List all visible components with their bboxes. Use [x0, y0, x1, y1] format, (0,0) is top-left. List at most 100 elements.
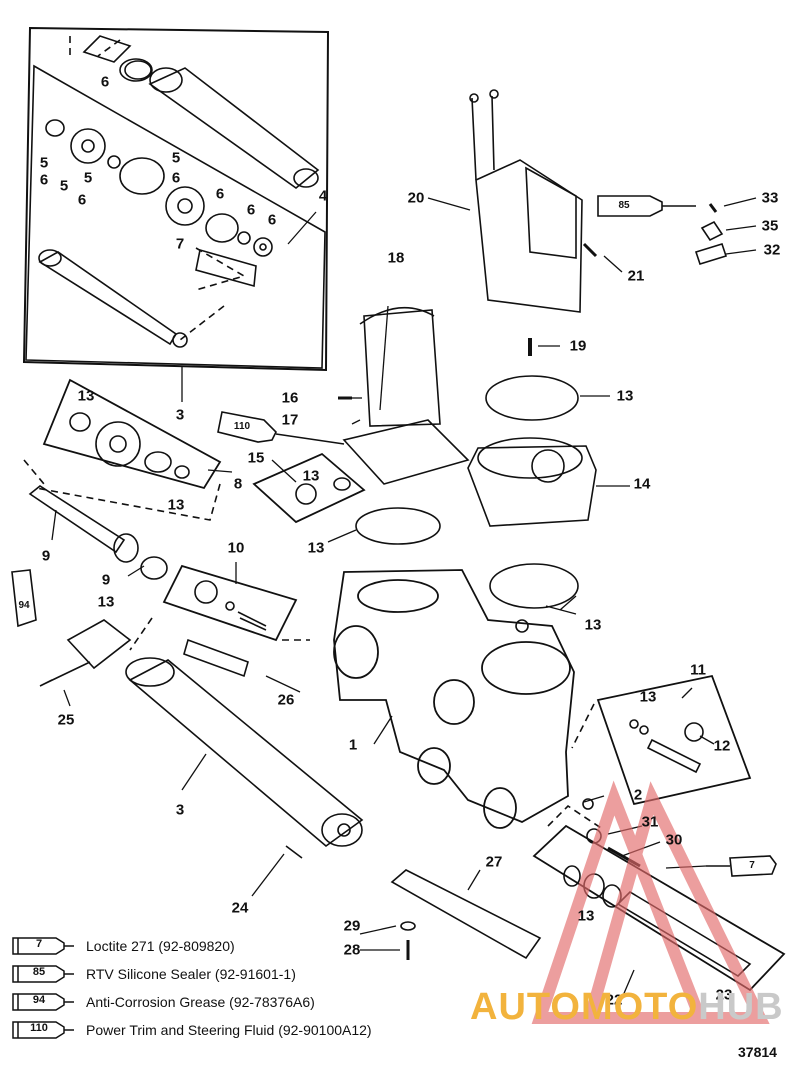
watermark-logo	[531, 780, 770, 1024]
part-26-pin	[183, 638, 249, 678]
callout-9-a: 9	[41, 547, 51, 565]
reference-box-11	[596, 674, 752, 806]
part-25-bolt	[39, 661, 91, 687]
callout-13-e: 13	[302, 467, 320, 485]
legend-row-85: 85 RTV Silicone Sealer (92-91601-1)	[10, 962, 430, 990]
callout-8: 8	[233, 475, 243, 493]
legend-text: Power Trim and Steering Fluid (92-90100A…	[86, 1022, 372, 1038]
reference-box-3	[22, 26, 330, 372]
callout-13-b: 13	[167, 496, 185, 514]
callout-4: 4	[318, 187, 328, 205]
reservoir-part	[342, 306, 470, 485]
pump-housing-part	[467, 437, 597, 527]
sealant-legend: 7 Loctite 271 (92-809820) 85 RTV Silicon…	[10, 934, 430, 1046]
callout-1: 1	[348, 736, 358, 754]
callout-6-d: 6	[171, 169, 181, 187]
callout-13-a: 13	[77, 387, 95, 405]
trim-cylinder-part	[66, 619, 364, 848]
callout-13-c: 13	[97, 593, 115, 611]
legend-code: 94	[32, 994, 46, 1006]
part-35-nut	[700, 220, 724, 242]
piston-rod-part	[38, 249, 188, 348]
legend-code: 110	[30, 1022, 48, 1034]
watermark-text: AUTOMOTOHUB	[470, 986, 784, 1029]
part-10-components	[194, 580, 267, 631]
callout-3-box: 3	[175, 406, 185, 424]
callout-5-a: 5	[39, 154, 49, 172]
callout-21: 21	[627, 267, 645, 285]
tube-85-icon	[597, 195, 696, 217]
callout-35: 35	[761, 217, 779, 235]
part-27-plate	[390, 869, 542, 960]
o-ring-13-lower	[489, 563, 579, 609]
callout-26: 26	[277, 691, 295, 709]
tube-85-label: 85	[618, 200, 630, 211]
cylinder-shell-part	[82, 35, 320, 190]
callout-13-d: 13	[307, 539, 325, 557]
callout-6-c: 6	[77, 191, 87, 209]
part-7-inset	[195, 248, 257, 288]
callout-31: 31	[641, 813, 659, 831]
callout-3-cylinder: 3	[175, 801, 185, 819]
callout-13-g: 13	[584, 616, 602, 634]
callout-13-i: 13	[577, 907, 595, 925]
pump-motor-part	[469, 89, 583, 313]
o-ring-13-mid	[355, 507, 441, 545]
callout-27: 27	[485, 853, 503, 871]
callout-13-h: 13	[639, 688, 657, 706]
inner-detail-box-4	[25, 64, 326, 369]
tube-110-icon	[217, 411, 345, 445]
part-11-components	[629, 719, 704, 774]
callout-12: 12	[713, 737, 731, 755]
callout-17: 17	[281, 411, 299, 429]
callout-18: 18	[387, 249, 405, 267]
callout-28: 28	[343, 941, 361, 959]
callout-29: 29	[343, 917, 361, 935]
legend-text: RTV Silicone Sealer (92-91601-1)	[86, 966, 296, 982]
legend-tube-icon	[12, 993, 74, 1011]
callout-16: 16	[281, 389, 299, 407]
callout-20: 20	[407, 189, 425, 207]
reference-box-10	[162, 564, 298, 642]
part-2-plug	[582, 798, 594, 810]
leader-lines	[51, 197, 757, 999]
callout-23: 23	[715, 986, 733, 1004]
legend-tube-icon	[12, 965, 74, 983]
callout-2: 2	[633, 786, 643, 804]
legend-code: 85	[32, 966, 46, 978]
callout-25: 25	[57, 711, 75, 729]
part-24-pin	[285, 845, 303, 859]
manifold-body-part	[333, 569, 575, 829]
part-22-dashed-guide	[547, 804, 605, 831]
drawing-number: 37814	[738, 1044, 777, 1060]
callout-15: 15	[247, 449, 265, 467]
legend-text: Loctite 271 (92-809820)	[86, 938, 235, 954]
legend-tube-icon	[12, 1021, 74, 1039]
callout-5-b: 5	[59, 177, 69, 195]
part-29-washer	[400, 921, 416, 931]
callout-30: 30	[665, 831, 683, 849]
part-15-components	[295, 477, 351, 505]
reference-box-15	[252, 452, 366, 524]
callout-13-f: 13	[616, 387, 634, 405]
callout-22: 22	[605, 991, 623, 1009]
part-11-dashed-guide	[571, 703, 595, 749]
watermark-text-b: HUB	[698, 986, 784, 1028]
tube-110-label: 110	[233, 421, 251, 432]
o-ring-13-upper	[485, 375, 579, 421]
watermark-text-a: AUTOMOTO	[470, 986, 699, 1028]
callout-6-g: 6	[267, 211, 277, 229]
callout-24: 24	[231, 899, 249, 917]
tube-94-label: 94	[18, 600, 30, 611]
part-8-dashed-guide	[23, 459, 221, 521]
callout-6-a: 6	[100, 73, 110, 91]
callout-9-b: 9	[101, 571, 111, 589]
callout-6-e: 6	[215, 185, 225, 203]
legend-text: Anti-Corrosion Grease (92-78376A6)	[86, 994, 315, 1010]
tube-7-label: 7	[749, 860, 755, 871]
legend-tube-icon	[12, 937, 74, 955]
part-8-components	[69, 412, 190, 479]
reference-box-8	[42, 378, 222, 490]
callout-19: 19	[569, 337, 587, 355]
